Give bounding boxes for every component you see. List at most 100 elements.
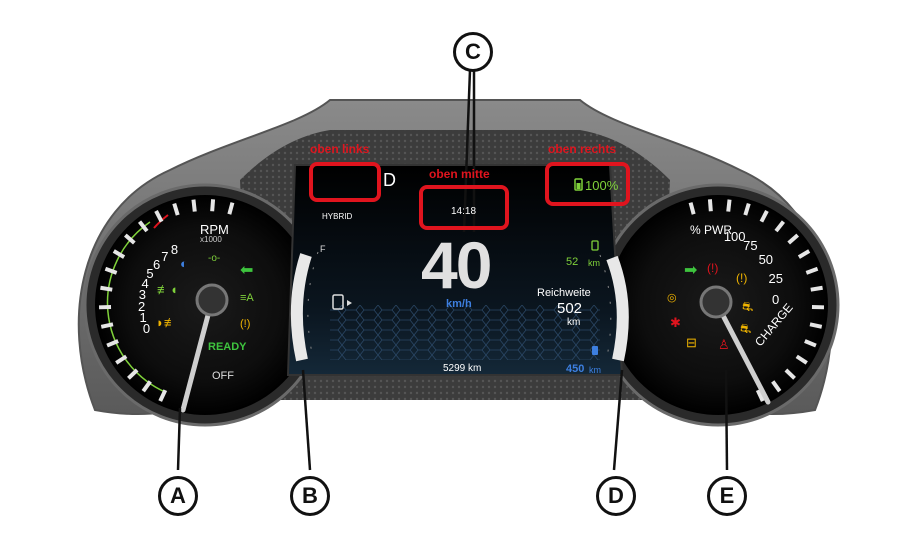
zone-box-top-left	[309, 162, 381, 202]
gauge-tick	[755, 389, 765, 402]
rpm-title: RPM	[200, 222, 229, 237]
road-grid	[330, 305, 600, 360]
zone-label-top-right: oben rechts	[548, 142, 617, 156]
high-beam-assist-icon: ≡A	[240, 292, 254, 304]
battery-percent: 100%	[585, 178, 619, 193]
power-needle	[713, 299, 771, 405]
tach-scale-label: 8	[170, 242, 179, 258]
tach-scale-label: 2	[138, 298, 146, 314]
gauge-tick	[688, 202, 696, 215]
gauge-tick	[804, 339, 817, 348]
gauge-tick	[759, 210, 769, 223]
gauge-tick	[191, 199, 197, 212]
stability-off-icon: ⛐	[740, 321, 752, 336]
fuel-pump-icon	[332, 294, 344, 310]
rear-fog-icon: ◗≢	[156, 315, 177, 330]
gauge-tick	[707, 199, 713, 212]
tach-needle	[180, 297, 215, 413]
turn-signal-left-icon: ⬅	[240, 262, 254, 279]
tachometer-gauge	[83, 183, 327, 427]
callout-b: B	[290, 476, 330, 516]
zone-label-top-center: oben mitte	[429, 167, 490, 181]
ev-range-unit: km	[588, 258, 600, 268]
gauge-tick	[158, 389, 168, 402]
gauge-tick	[726, 199, 732, 212]
power-ticks	[688, 199, 825, 402]
callout-a: A	[158, 476, 198, 516]
abs-icon: ◎	[667, 292, 677, 304]
seatbelt-icon: ♙	[718, 337, 730, 352]
gauge-tick	[771, 380, 782, 393]
turn-signal-right-icon: ➡	[684, 262, 698, 279]
clock-display: 14:18	[451, 206, 477, 217]
range-value: 502	[557, 300, 583, 317]
front-fog-icon: ≢◖	[157, 282, 178, 297]
stability-control-icon: ⛐	[742, 299, 754, 314]
gauge-tick	[123, 233, 136, 245]
gauge-tick	[104, 266, 118, 275]
gauge-tick	[100, 322, 114, 329]
ev-battery-icon	[591, 240, 599, 251]
off-label: OFF	[212, 370, 234, 382]
power-scale-label: 100	[723, 229, 746, 245]
fuel-full-mark: F	[320, 244, 326, 254]
tach-scale-label: 1	[139, 310, 147, 326]
power-title: % PWR	[690, 223, 732, 237]
rpm-multiplier: x1000	[200, 235, 222, 244]
gauge-tick	[115, 354, 128, 365]
gauge-tick	[805, 266, 819, 275]
ev-range-value: 52	[566, 256, 579, 268]
gauge-tick	[810, 285, 823, 292]
gauge-tick	[787, 233, 800, 245]
range-label: Reichweite	[537, 287, 591, 299]
general-warning-icon: (!)	[736, 271, 748, 285]
zone-box-top-right	[545, 162, 630, 206]
gauge-tick	[809, 322, 823, 329]
power-gauge	[596, 183, 840, 427]
low-beam-icon: ◐	[180, 256, 188, 271]
battery-icon	[574, 178, 583, 191]
tach-scale-label: 5	[146, 265, 154, 281]
fuel-range-unit: km	[589, 365, 601, 375]
check-engine-icon: ⊟	[686, 335, 697, 350]
power-scale-label: 75	[743, 237, 758, 253]
speed-unit: km/h	[446, 298, 472, 310]
callout-lines	[176, 69, 729, 471]
airbag-icon: ✱	[670, 315, 681, 330]
gauge-tick	[137, 220, 149, 233]
speed-readout: 40	[421, 228, 492, 302]
zone-box-top-center	[419, 185, 509, 230]
tach-scale-label: 4	[141, 276, 149, 292]
ready-indicator: READY	[208, 341, 247, 353]
gauge-tick	[743, 202, 751, 216]
gauge-tick	[106, 339, 119, 348]
tire-pressure-icon: (!)	[240, 318, 251, 330]
tach-scale-label: 0	[142, 321, 151, 337]
gauge-tick	[774, 220, 786, 233]
odometer: 5299 km	[443, 363, 482, 374]
tach-scale-label: 3	[138, 287, 146, 303]
gauge-tick	[795, 354, 808, 365]
fuel-range-value: 450	[566, 363, 585, 375]
power-scale-label: 0	[772, 292, 780, 307]
gauge-tick	[784, 368, 796, 380]
power-scale-label: 50	[758, 252, 774, 268]
callout-e: E	[707, 476, 747, 516]
callout-d: D	[596, 476, 636, 516]
gauge-tick	[112, 249, 126, 259]
power-scale-label: 25	[768, 271, 784, 287]
callout-c: C	[453, 32, 493, 72]
tach-ticks	[98, 199, 235, 402]
tach-scale-label: 7	[161, 248, 169, 264]
power-hub	[699, 285, 733, 319]
gauge-tick	[154, 210, 164, 223]
gauge-tick	[127, 368, 139, 380]
fuel-range-icon	[592, 346, 598, 355]
fuel-bar	[290, 253, 312, 362]
gauge-tick	[210, 199, 216, 212]
ev-charge-bar	[606, 255, 629, 362]
gauge-tick	[227, 202, 235, 215]
brake-warning-icon: (!)	[707, 261, 719, 275]
drive-mode-label: HYBRID	[322, 212, 353, 221]
